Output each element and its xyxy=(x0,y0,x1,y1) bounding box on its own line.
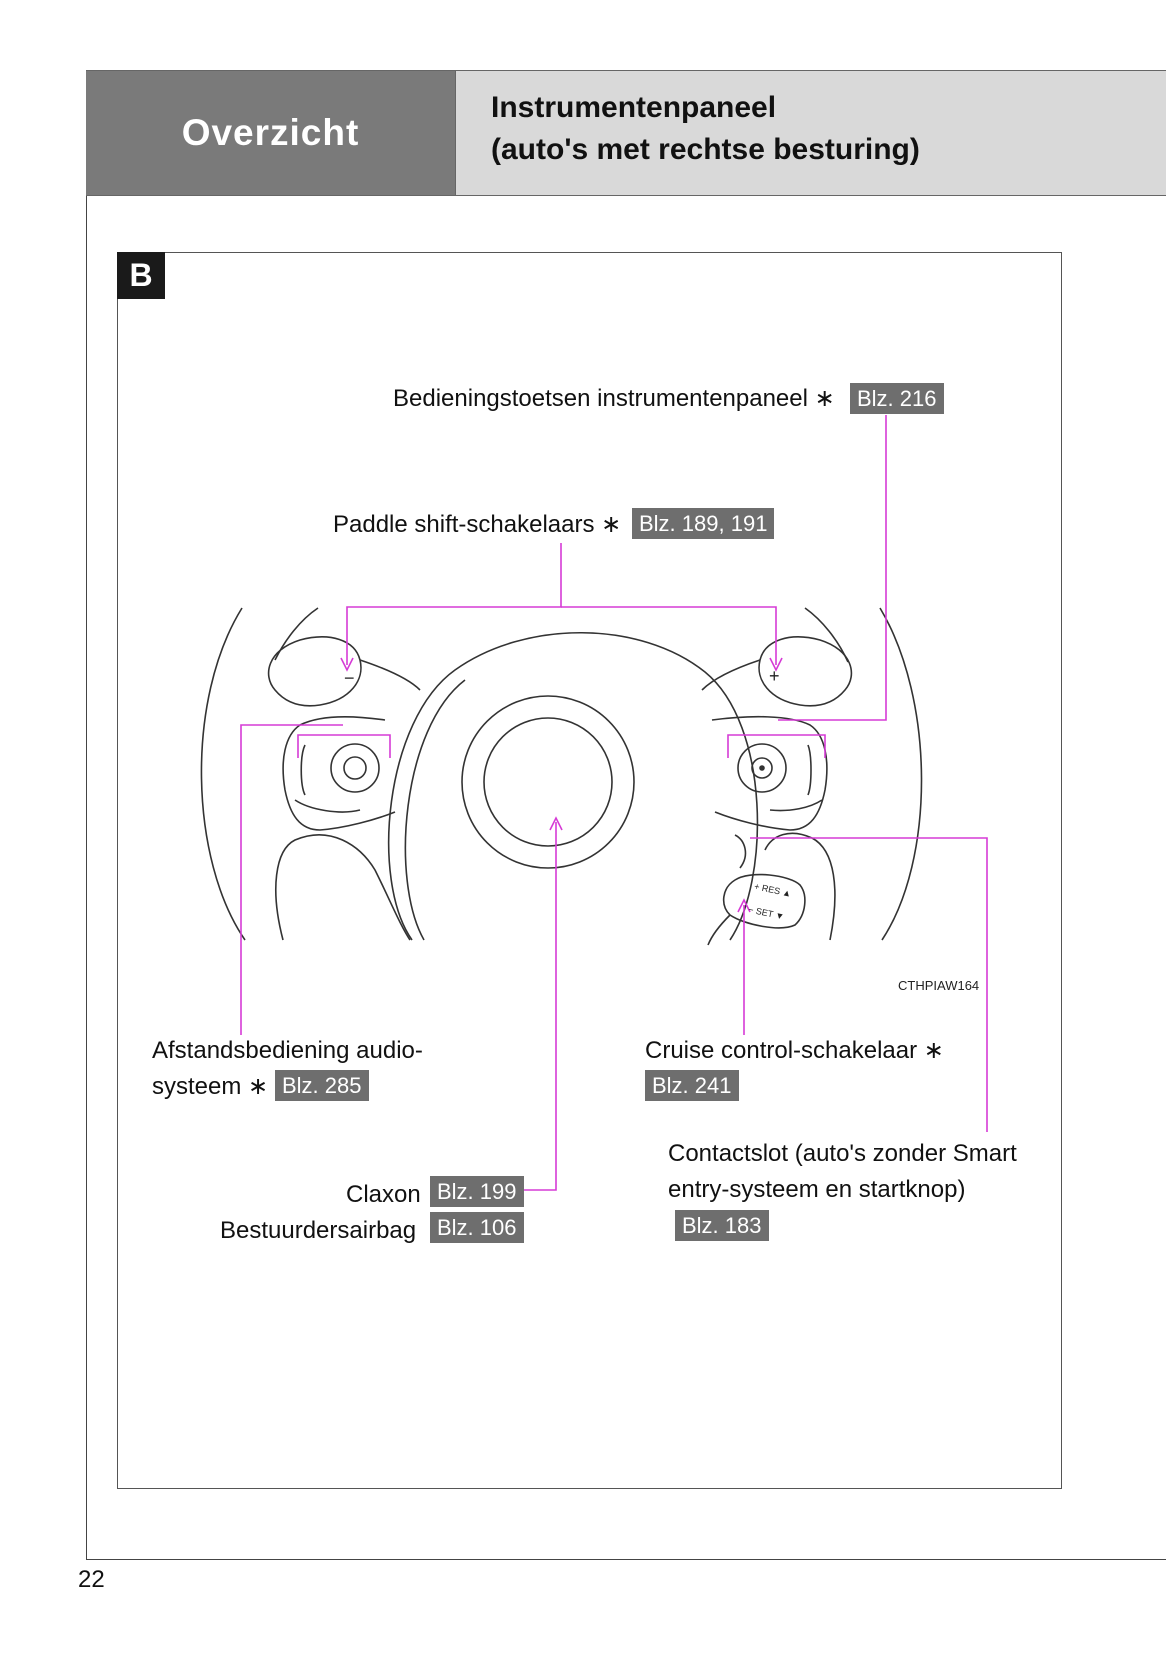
instrument-controls-text: Bedieningstoetsen instrumentenpaneel xyxy=(393,385,808,412)
instrument-dial-outer xyxy=(737,743,787,793)
audio-remote-label-line1: Afstandsbediening audio- xyxy=(152,1037,423,1064)
leader-instrument-bracket xyxy=(727,734,826,758)
cruise-control-ref[interactable]: Blz. 241 xyxy=(645,1070,739,1101)
page-number: 22 xyxy=(78,1566,105,1593)
leader-paddle-shift-right xyxy=(561,606,777,665)
cruise-stalk-arm xyxy=(707,914,731,946)
cruise-control-text: Cruise control-schakelaar xyxy=(645,1037,918,1064)
arrow-paddle-right xyxy=(769,657,783,672)
driver-airbag-ref[interactable]: Blz. 106 xyxy=(430,1212,524,1243)
audio-remote-label-line2: systeem ∗ xyxy=(152,1072,268,1102)
instrument-controls-label: Bedieningstoetsen instrumentenpaneel ∗ xyxy=(393,384,835,414)
right-paddle xyxy=(758,636,853,707)
instrument-lower-pad xyxy=(769,799,823,812)
airbag-hub-outer xyxy=(387,632,759,941)
steering-wheel-drawing xyxy=(200,607,923,946)
lower-spoke-left xyxy=(275,834,411,941)
section-title: Overzicht xyxy=(181,112,360,153)
page-title: Instrumentenpaneel (auto's met rechtse b… xyxy=(491,87,920,171)
left-paddle-stem2 xyxy=(359,659,421,691)
cruise-control-asterisk: ∗ xyxy=(923,1037,944,1064)
leader-audio-bracket xyxy=(297,734,391,758)
ignition-label-line2: entry-systeem en startknop) xyxy=(668,1176,966,1203)
instrument-controls-asterisk: ∗ xyxy=(814,385,835,412)
leader-lines xyxy=(240,415,988,1191)
paddle-shift-label: Paddle shift-schakelaars ∗ xyxy=(333,510,621,540)
audio-remote-ref[interactable]: Blz. 285 xyxy=(275,1070,369,1101)
left-paddle-stem xyxy=(274,607,319,661)
horn-pad-inner xyxy=(483,717,613,847)
audio-remote-text: systeem xyxy=(152,1073,242,1100)
page-title-line1: Instrumentenpaneel xyxy=(491,91,777,124)
instrument-controls-ref[interactable]: Blz. 216 xyxy=(850,383,944,414)
horn-pad-outer xyxy=(461,695,635,869)
header-title-area: Instrumentenpaneel (auto's met rechtse b… xyxy=(456,71,1166,195)
right-spoke-housing xyxy=(711,715,828,831)
audio-remote-asterisk: ∗ xyxy=(248,1073,269,1100)
horn-ref[interactable]: Blz. 199 xyxy=(430,1176,524,1207)
leader-instrument-controls xyxy=(778,415,887,721)
section-tab: Overzicht xyxy=(86,71,456,195)
audio-dial-inner xyxy=(343,756,367,780)
wheel-rim-right xyxy=(879,607,923,941)
airbag-hub-inner-line xyxy=(404,679,466,941)
page-header: Overzicht Instrumentenpaneel (auto's met… xyxy=(86,70,1166,196)
leader-horn xyxy=(522,822,557,1191)
paddle-minus-label: − xyxy=(344,668,355,688)
driver-airbag-label: Bestuurdersairbag xyxy=(220,1217,417,1244)
section-badge: B xyxy=(117,252,165,299)
leader-ignition xyxy=(750,837,988,1132)
page-title-line2: (auto's met rechtse besturing) xyxy=(491,133,920,166)
arrow-cruise xyxy=(737,898,751,913)
ignition-cylinder xyxy=(734,834,747,869)
audio-button-left xyxy=(300,744,306,796)
wheel-rim-left xyxy=(200,607,246,941)
cruise-control-label: Cruise control-schakelaar ∗ xyxy=(645,1036,944,1066)
right-paddle-stem2 xyxy=(701,659,761,691)
leader-paddle-shift xyxy=(346,543,562,665)
cruise-stalk xyxy=(722,873,806,929)
instrument-dial-inner xyxy=(751,757,773,779)
left-paddle xyxy=(267,636,362,707)
paddle-shift-asterisk: ∗ xyxy=(601,511,622,538)
leader-audio-remote xyxy=(240,724,343,1035)
illustration-code: CTHPIAW164 xyxy=(898,978,980,993)
ignition-ref[interactable]: Blz. 183 xyxy=(675,1210,769,1241)
page-border xyxy=(86,70,1166,1560)
audio-dial-outer xyxy=(330,743,380,793)
horn-label: Claxon xyxy=(346,1181,421,1208)
ignition-label-line1: Contactslot (auto's zonder Smart xyxy=(668,1140,1017,1167)
paddle-shift-text: Paddle shift-schakelaars xyxy=(333,511,595,538)
instrument-dial-center xyxy=(759,765,765,771)
paddle-plus-label: + xyxy=(769,666,780,686)
paddle-shift-ref[interactable]: Blz. 189, 191 xyxy=(632,508,775,539)
illustration-frame xyxy=(117,252,1062,1489)
audio-lower-pad xyxy=(294,799,361,813)
instrument-button-right xyxy=(807,744,812,796)
arrow-paddle-left xyxy=(340,657,354,672)
right-paddle-stem xyxy=(804,607,849,663)
left-spoke-housing xyxy=(282,715,396,831)
arrow-horn xyxy=(549,816,563,831)
leader-arrowheads xyxy=(340,657,783,913)
